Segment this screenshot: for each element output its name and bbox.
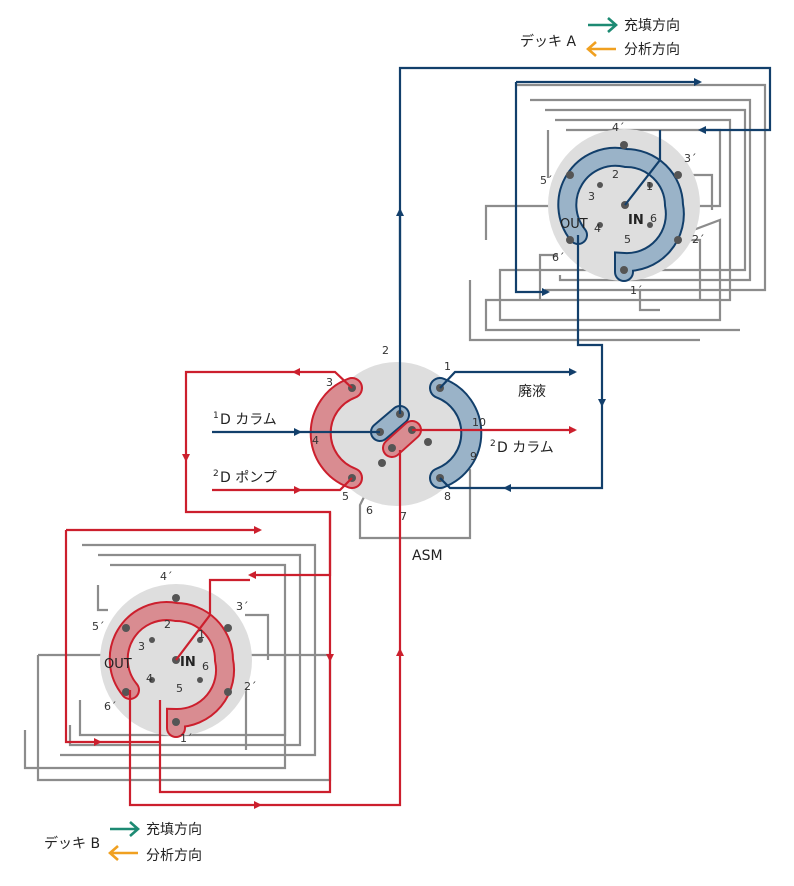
deck-b-port-3: 3	[138, 640, 145, 653]
deck-b-port-3p: 3´	[236, 600, 249, 613]
asm-port-8: 8	[444, 490, 451, 503]
deck-a-port-6: 6	[650, 212, 657, 225]
deck-b-in-label: IN	[180, 655, 196, 670]
svg-text:D ポンプ: D ポンプ	[220, 470, 277, 486]
deck-b-out-label: OUT	[104, 657, 132, 672]
deck-a-port-2: 2	[612, 168, 619, 181]
asm-port-9: 9	[470, 450, 477, 463]
asm-blue-channel	[431, 379, 481, 487]
deck-a-port-2p: 2´	[692, 233, 705, 246]
waste-label: 廃液	[518, 383, 546, 400]
deck-a-port-1: 1	[646, 180, 653, 193]
asm-port-10: 10	[472, 416, 486, 429]
asm-port-7: 7	[400, 510, 407, 523]
deck-a-port-5p: 5´	[540, 174, 553, 187]
deck-b-port-5: 5	[176, 682, 183, 695]
asm-port-2: 2	[382, 344, 389, 357]
asm-port-1: 1	[444, 360, 451, 373]
deck-b-port-2: 2	[164, 618, 171, 631]
deck-a-analysis-direction: 分析方向	[624, 42, 680, 58]
deck-a-analysis-arrow-icon	[586, 41, 616, 57]
deck-b-port-6p: 6´	[104, 700, 117, 713]
column-1d-label: 1 D カラム	[213, 411, 277, 428]
deck-a-port-3: 3	[588, 190, 595, 203]
svg-text:D カラム: D カラム	[220, 412, 277, 428]
deck-b-inner-flow	[175, 578, 250, 661]
deck-b-port-1: 1	[198, 628, 205, 641]
asm-port-3: 3	[326, 376, 333, 389]
deck-b-load-arrow-icon	[110, 821, 140, 837]
asm-port-5: 5	[342, 490, 349, 503]
deck-a-in-label: IN	[628, 213, 644, 228]
asm-port-6: 6	[366, 504, 373, 517]
deck-a-port-3p: 3´	[684, 152, 697, 165]
deck-a-channel	[559, 148, 683, 280]
pump-2d-label: 2 D ポンプ	[213, 469, 277, 486]
deck-a-inner-flow	[624, 130, 662, 206]
deck-b-channel	[110, 603, 234, 736]
deck-a-port-5: 5	[624, 233, 631, 246]
deck-b-port-6: 6	[202, 660, 209, 673]
deck-a-port-4p: 4´	[612, 121, 625, 134]
deck-a-valve: 4´ 3´ 2´ 1´ 6´ 5´ 1 2 3 4 5 6 OUT IN	[468, 83, 767, 342]
deck-a-load-direction: 充填方向	[624, 18, 680, 34]
asm-port-4: 4	[312, 434, 319, 447]
deck-b-valve: 4´ 3´ 2´ 1´ 6´ 5´ 1 2 3 4 5 6 OUT IN	[23, 543, 332, 782]
deck-b-analysis-direction: 分析方向	[146, 848, 202, 864]
deck-a-loop-lines	[468, 83, 767, 342]
blue-flow-lines	[212, 66, 772, 492]
deck-a-out-label: OUT	[560, 217, 588, 232]
deck-a-legend: デッキ A 充填方向 分析方向	[520, 17, 680, 58]
deck-b-port-2p: 2´	[244, 680, 257, 693]
deck-b-port-5p: 5´	[92, 620, 105, 633]
deck-b-load-direction: 充填方向	[146, 822, 202, 838]
svg-text:D カラム: D カラム	[497, 440, 554, 456]
svg-text:2: 2	[490, 439, 496, 449]
deck-a-port-6p: 6´	[552, 251, 565, 264]
deck-a-load-arrow-icon	[588, 17, 618, 33]
deck-b-name: デッキ B	[44, 835, 100, 852]
deck-a-name: デッキ A	[520, 33, 576, 50]
svg-text:2: 2	[213, 469, 219, 479]
red-flow-lines	[64, 368, 577, 809]
deck-b-legend: デッキ B 充填方向 分析方向	[44, 821, 202, 864]
deck-b-port-1p: 1´	[180, 732, 193, 745]
deck-b-port-4: 4	[146, 672, 153, 685]
svg-text:1: 1	[213, 411, 219, 421]
deck-b-analysis-arrow-icon	[108, 845, 138, 861]
deck-a-port-4: 4	[594, 222, 601, 235]
column-2d-label: 2 D カラム	[490, 439, 554, 456]
deck-b-port-4p: 4´	[160, 570, 173, 583]
deck-a-port-1p: 1´	[630, 284, 643, 297]
asm-label: ASM	[412, 548, 443, 564]
